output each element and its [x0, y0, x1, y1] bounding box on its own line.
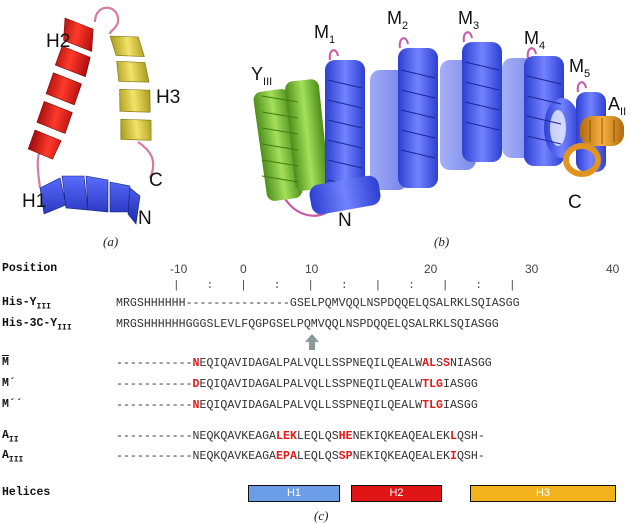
- helix-h2: [27, 17, 94, 160]
- sequence-his-3c-yiii: MRGSHHHHHHGGGSLEVLFQGPGSELPQMVQQLNSPDQQE…: [116, 318, 499, 331]
- panel-a-structure: H2 H3 H1 C N: [22, 6, 180, 229]
- position-number: 20: [424, 262, 438, 276]
- sequence-aiii: -----------NEQKQAVKEAGAEPALEQLQSSPNEKIQK…: [116, 450, 485, 463]
- sequence-segment: MRGSHHHHHHGGGSLEVLFQGPGSELPQMVQQLNSPDQQE…: [116, 318, 499, 331]
- helix-box-h3: H3: [470, 485, 616, 502]
- mutation-residues: HE: [338, 430, 353, 443]
- c-terminus-label-b: C: [568, 192, 582, 213]
- sequence-segment: -----------: [116, 357, 193, 370]
- mutation-residues: AL: [422, 357, 437, 370]
- m1-label: M1: [314, 22, 335, 46]
- panel-c-label: (c): [314, 508, 329, 523]
- h1-label: H1: [22, 191, 46, 212]
- row-label-m: M: [2, 356, 9, 369]
- sequence-segment: -----------NEQKQAVKEAGA: [116, 450, 277, 463]
- sequence-segment: MRGSHHHHHH---------------GSELPQMVQQLNSPD…: [116, 297, 520, 310]
- helix-box-h1: H1: [248, 485, 340, 502]
- mutation-residues: EPA: [276, 450, 297, 463]
- h2-label: H2: [46, 31, 70, 52]
- loop-b-1: [328, 49, 339, 61]
- mutation-residues: SP: [338, 450, 353, 463]
- m3-label: M3: [458, 8, 479, 32]
- position-ruler: | : | : | : | : | : |: [173, 280, 521, 292]
- panel-b-label: (b): [434, 234, 450, 249]
- sequence-segment: EQIQAVIDAGALPALVQLLSSPNEQILQEALW: [199, 357, 423, 370]
- mutation-residues: I: [449, 450, 457, 463]
- row-label-m-prime: M´: [2, 377, 16, 390]
- position-number: 10: [305, 262, 319, 276]
- sequence-segment: EQIQAVIDAGALPALVQLLSSPNEQILQEALW: [199, 378, 423, 391]
- panel-a-label: (a): [103, 234, 119, 249]
- sequence-segment: -----------: [116, 378, 193, 391]
- n-terminus-label-a: N: [138, 208, 152, 229]
- sequence-aii: -----------NEQKQAVKEAGALEKLEQLQSHENEKIQK…: [116, 430, 485, 443]
- a-repeat-label: AII: [608, 94, 626, 118]
- mutation-residues: LEK: [276, 430, 297, 443]
- h3-label: H3: [156, 87, 180, 108]
- helix-group-y: [253, 79, 329, 201]
- mutation-residues: L: [449, 430, 457, 443]
- position-number: -10: [170, 262, 188, 276]
- loop-b-3: [462, 31, 473, 43]
- helices-label: Helices: [2, 486, 51, 499]
- m2-label: M2: [387, 8, 408, 32]
- cleavage-arrow-icon: [305, 334, 319, 350]
- helix-box-h2: H2: [351, 485, 442, 502]
- sequence-segment: NIASGG: [450, 357, 492, 370]
- m4-label: M4: [524, 28, 545, 52]
- sequence-m: -----------NEQIQAVIDAGALPALVQLLSSPNEQILQ…: [116, 357, 492, 370]
- sequence-segment: EQIQAVIDAGALPALVQLLSSPNEQILQEALW: [199, 399, 423, 412]
- sequence-segment: IASGG: [443, 399, 478, 412]
- mutation-residues: S: [443, 357, 450, 370]
- sequence-m-double-prime: -----------NEQIQAVIDAGALPALVQLLSSPNEQILQ…: [116, 399, 478, 412]
- mutation-residues: D: [192, 378, 200, 391]
- loop-b-2: [398, 37, 409, 49]
- loop-h3-c: [137, 141, 155, 179]
- mutation-residues: N: [192, 357, 200, 370]
- sequence-segment: LEQLQS: [296, 450, 339, 463]
- mutation-residues: TLG: [422, 378, 444, 391]
- sequence-segment: QSH-: [456, 430, 485, 443]
- loop-b-5: [576, 81, 587, 93]
- position-header: Position: [2, 262, 58, 275]
- row-label-aiii: AIII: [2, 449, 24, 465]
- sequence-m-prime: -----------DEQIQAVIDAGALPALVQLLSSPNEQILQ…: [116, 378, 478, 391]
- position-number: 0: [240, 262, 247, 276]
- mutation-residues: N: [192, 399, 200, 412]
- row-label-his-yiii: His-YIII: [2, 296, 51, 312]
- sequence-segment: -----------NEQKQAVKEAGA: [116, 430, 277, 443]
- helix-h1: [39, 175, 141, 225]
- n-terminus-label-b: N: [338, 210, 352, 231]
- sequence-segment: QSH-: [456, 450, 485, 463]
- row-label-his-3c-yiii: His-3C-YIII: [2, 317, 72, 333]
- helix-group-a: [563, 116, 624, 177]
- helix-h3: [109, 35, 152, 141]
- sequence-segment: S: [436, 357, 444, 370]
- loop-b-4: [526, 47, 537, 59]
- sequence-segment: LEQLQS: [296, 430, 339, 443]
- row-label-m-double-prime: M´´: [2, 398, 23, 411]
- loop-h2-h1: [36, 149, 42, 189]
- panel-b-structure: YIII M1 M2 M3 M4 M5 AII N C: [251, 8, 626, 231]
- sequence-his-yiii: MRGSHHHHHH---------------GSELPQMVQQLNSPD…: [116, 297, 520, 310]
- y-repeat-label: YIII: [251, 64, 272, 88]
- sequence-segment: IASGG: [443, 378, 478, 391]
- mutation-residues: TLG: [422, 399, 444, 412]
- position-number: 40: [606, 262, 620, 276]
- m5-label: M5: [569, 56, 590, 80]
- sequence-segment: NEKIQKEAQEALEK: [352, 450, 450, 463]
- sequence-segment: -----------: [116, 399, 193, 412]
- loop-top: [93, 6, 120, 35]
- position-number: 30: [525, 262, 539, 276]
- row-label-aii: AII: [2, 429, 19, 445]
- helix-group-m: [309, 42, 606, 215]
- c-terminus-label-a: C: [149, 170, 163, 191]
- sequence-segment: NEKIQKEAQEALEK: [352, 430, 450, 443]
